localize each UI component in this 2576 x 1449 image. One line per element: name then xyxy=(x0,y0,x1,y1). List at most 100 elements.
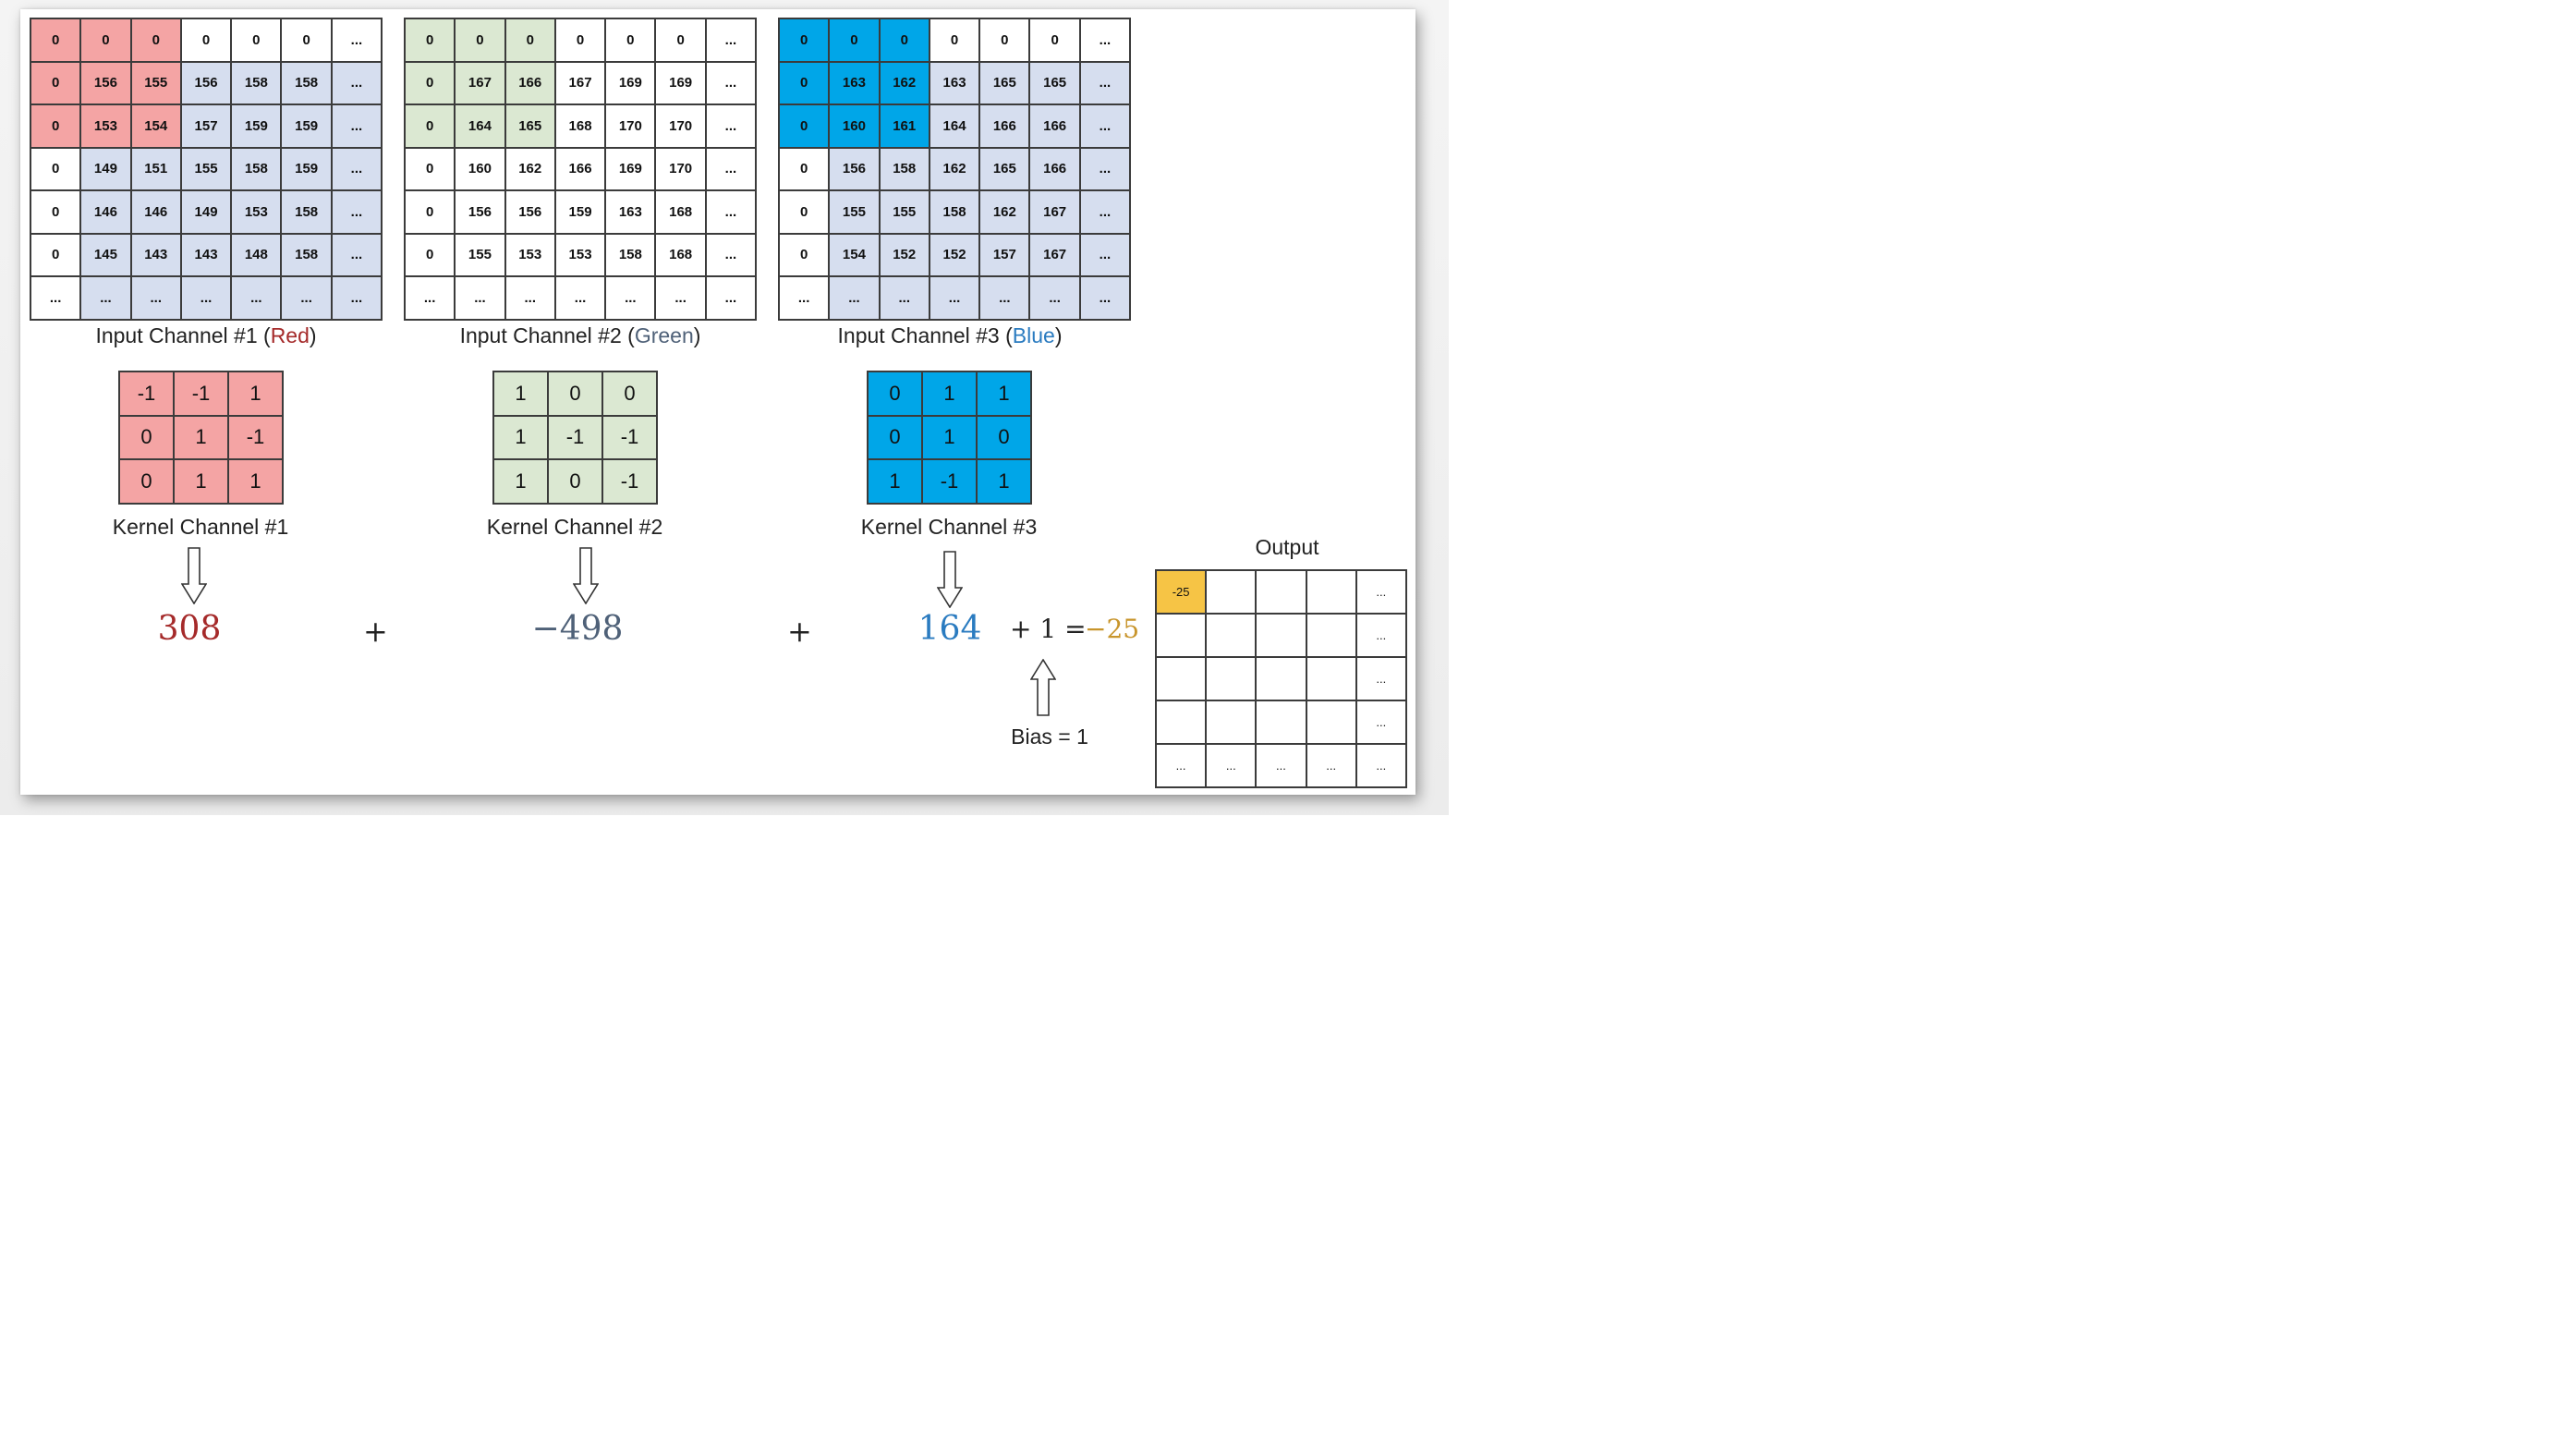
input-cell: ... xyxy=(406,277,456,321)
input-cell: 165 xyxy=(980,148,1031,191)
bias-label: Bias = 1 xyxy=(1011,724,1088,749)
input-cell: ... xyxy=(1080,277,1132,321)
kernel-cell: -1 xyxy=(603,460,658,505)
input-cell: 0 xyxy=(780,105,831,149)
kernel-cell: -1 xyxy=(229,416,284,460)
input-cell: 168 xyxy=(555,105,607,149)
input-cell: 153 xyxy=(555,234,607,277)
input-cell: 167 xyxy=(456,62,506,105)
input-cell: 0 xyxy=(31,19,82,63)
input-cell: ... xyxy=(232,277,283,321)
input-cell: 156 xyxy=(456,191,506,235)
kernel-cell: 1 xyxy=(229,460,284,505)
input-cell: 163 xyxy=(830,62,881,105)
input-cell: ... xyxy=(706,105,758,149)
kernel-cell: 0 xyxy=(869,416,923,460)
plus-sign: + xyxy=(363,614,388,649)
input-cell: 148 xyxy=(232,234,283,277)
output-grid: -25........................... xyxy=(1155,569,1407,788)
input-cell: ... xyxy=(1030,277,1081,321)
input-cell: ... xyxy=(980,277,1031,321)
input-cell: ... xyxy=(1080,105,1132,149)
input-cell: 162 xyxy=(880,62,930,105)
output-cell xyxy=(1257,701,1307,745)
input-cell: 0 xyxy=(505,19,556,63)
input-cell: 170 xyxy=(606,105,657,149)
input-cell: 153 xyxy=(81,105,132,149)
kernel-cell: -1 xyxy=(923,460,978,505)
input-cell: ... xyxy=(780,277,831,321)
input-cell: 146 xyxy=(131,191,182,235)
input-cell: 0 xyxy=(780,191,831,235)
input-cell: 0 xyxy=(780,62,831,105)
input-cell: ... xyxy=(930,277,981,321)
input-cell: ... xyxy=(181,277,233,321)
input-cell: 166 xyxy=(555,148,607,191)
input-cell: 163 xyxy=(606,191,657,235)
output-cell xyxy=(1257,658,1307,701)
input-cell: 159 xyxy=(555,191,607,235)
output-cell: ... xyxy=(1356,701,1407,745)
output-cell xyxy=(1306,701,1357,745)
kernel-cell: 0 xyxy=(120,460,175,505)
input-cell: 166 xyxy=(1030,105,1081,149)
down-arrow-icon xyxy=(937,551,963,608)
input-cell: 165 xyxy=(505,105,556,149)
input-cell: 168 xyxy=(656,191,707,235)
kernel-cell: -1 xyxy=(549,416,603,460)
input-cell: 158 xyxy=(282,191,333,235)
kernel-cell: 1 xyxy=(923,416,978,460)
input-cell: 0 xyxy=(31,62,82,105)
input-cell: 161 xyxy=(880,105,930,149)
output-cell xyxy=(1207,658,1258,701)
input-cell: 151 xyxy=(131,148,182,191)
input-cell: ... xyxy=(1080,234,1132,277)
input-cell: 0 xyxy=(830,19,881,63)
kernel-cell: 0 xyxy=(978,416,1032,460)
input-cell: ... xyxy=(1080,148,1132,191)
output-cell: -25 xyxy=(1157,571,1208,615)
input-cell: 0 xyxy=(406,62,456,105)
output-cell: ... xyxy=(1157,745,1208,788)
input-cell: 160 xyxy=(830,105,881,149)
output-cell: ... xyxy=(1257,745,1307,788)
output-cell xyxy=(1306,571,1357,615)
input-cell: 155 xyxy=(830,191,881,235)
input-cell: ... xyxy=(31,277,82,321)
input-cell: 0 xyxy=(1030,19,1081,63)
input-cell: 167 xyxy=(1030,234,1081,277)
input-cell: ... xyxy=(332,277,383,321)
down-arrow-icon xyxy=(181,547,207,604)
channel-1-result: 308 xyxy=(157,610,222,648)
output-cell: ... xyxy=(1356,658,1407,701)
input-cell: 165 xyxy=(1030,62,1081,105)
down-arrow-icon xyxy=(573,547,599,604)
input-cell: ... xyxy=(505,277,556,321)
input-cell: ... xyxy=(606,277,657,321)
input-cell: 0 xyxy=(555,19,607,63)
input-cell: ... xyxy=(706,19,758,63)
input-cell: ... xyxy=(830,277,881,321)
output-cell: ... xyxy=(1356,571,1407,615)
input-cell: 155 xyxy=(181,148,233,191)
kernel-cell: 1 xyxy=(978,460,1032,505)
input-cell: ... xyxy=(131,277,182,321)
caption-color-word: Blue xyxy=(1012,323,1055,347)
input-cell: 162 xyxy=(505,148,556,191)
output-cell xyxy=(1157,701,1208,745)
channel-3-result: 164 xyxy=(917,610,982,648)
input-cell: ... xyxy=(656,277,707,321)
output-cell: ... xyxy=(1356,615,1407,658)
input-cell: 162 xyxy=(980,191,1031,235)
input-cell: 166 xyxy=(505,62,556,105)
output-cell: ... xyxy=(1207,745,1258,788)
input-channel-2-caption: Input Channel #2 (Green) xyxy=(404,323,757,348)
kernel-cell: 1 xyxy=(923,372,978,417)
input-cell: 0 xyxy=(930,19,981,63)
input-cell: 0 xyxy=(656,19,707,63)
caption-suffix: ) xyxy=(1054,323,1063,347)
kernel-cell: 1 xyxy=(229,372,284,417)
caption-suffix: ) xyxy=(309,323,317,347)
